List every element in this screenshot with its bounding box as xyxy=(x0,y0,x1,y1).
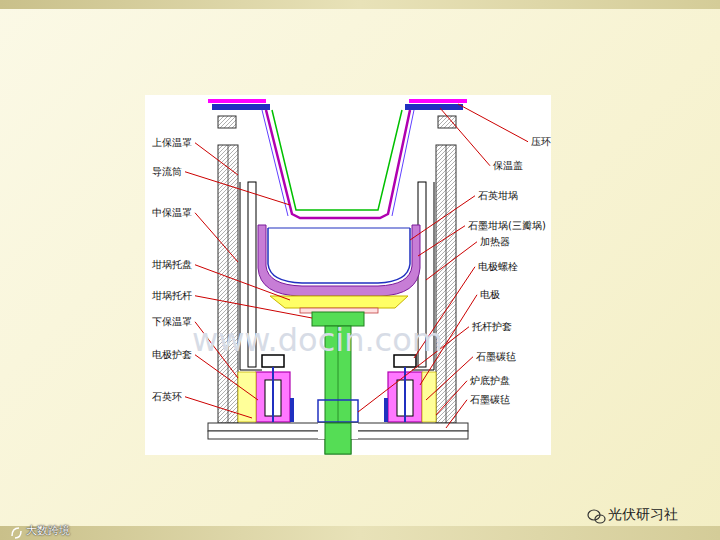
part-name: 压环 xyxy=(531,136,551,148)
account-name: 光伏研习社 xyxy=(608,506,678,522)
leader-line xyxy=(195,296,312,318)
leader-line xyxy=(195,265,290,300)
leader-line xyxy=(410,196,475,240)
part-name: 石墨坩埚(三瓣埚) xyxy=(468,220,546,232)
leader-line xyxy=(195,213,238,262)
leader-line xyxy=(185,397,252,418)
part-name: 坩埚托杆 xyxy=(152,290,192,302)
part-name: 上保温罩 xyxy=(152,137,192,149)
part-name: 石英环 xyxy=(152,391,182,403)
part-name: 电极螺栓 xyxy=(478,261,518,273)
leader-line xyxy=(440,108,490,166)
watermark: www.docin.com xyxy=(192,322,443,359)
part-name: 保温盖 xyxy=(493,160,523,172)
part-name: 导流筒 xyxy=(152,166,182,178)
part-name: 石英坩埚 xyxy=(478,190,518,202)
watermark: 大数跨境 xyxy=(26,525,70,538)
part-name: 炉底护盘 xyxy=(470,375,510,387)
leader-line xyxy=(185,172,290,205)
leader-line xyxy=(418,226,465,256)
part-name: 石墨碳毡 xyxy=(470,394,510,406)
part-name: 中保温罩 xyxy=(152,207,192,219)
leader-line xyxy=(458,104,528,142)
leader-line xyxy=(436,381,467,415)
part-name: 下保温罩 xyxy=(152,316,192,328)
part-name: 加热器 xyxy=(480,236,510,248)
part-name: 石墨碳毡 xyxy=(476,351,516,363)
leader-line xyxy=(426,242,477,280)
leader-line xyxy=(195,355,258,400)
leader-line xyxy=(446,400,467,428)
part-name: 坩埚托盘 xyxy=(152,259,192,271)
part-name: 电极护套 xyxy=(152,349,192,361)
leader-line xyxy=(426,357,473,400)
part-name: 托杆护套 xyxy=(472,321,512,333)
leader-line xyxy=(195,143,238,175)
part-name: 电极 xyxy=(480,289,500,301)
